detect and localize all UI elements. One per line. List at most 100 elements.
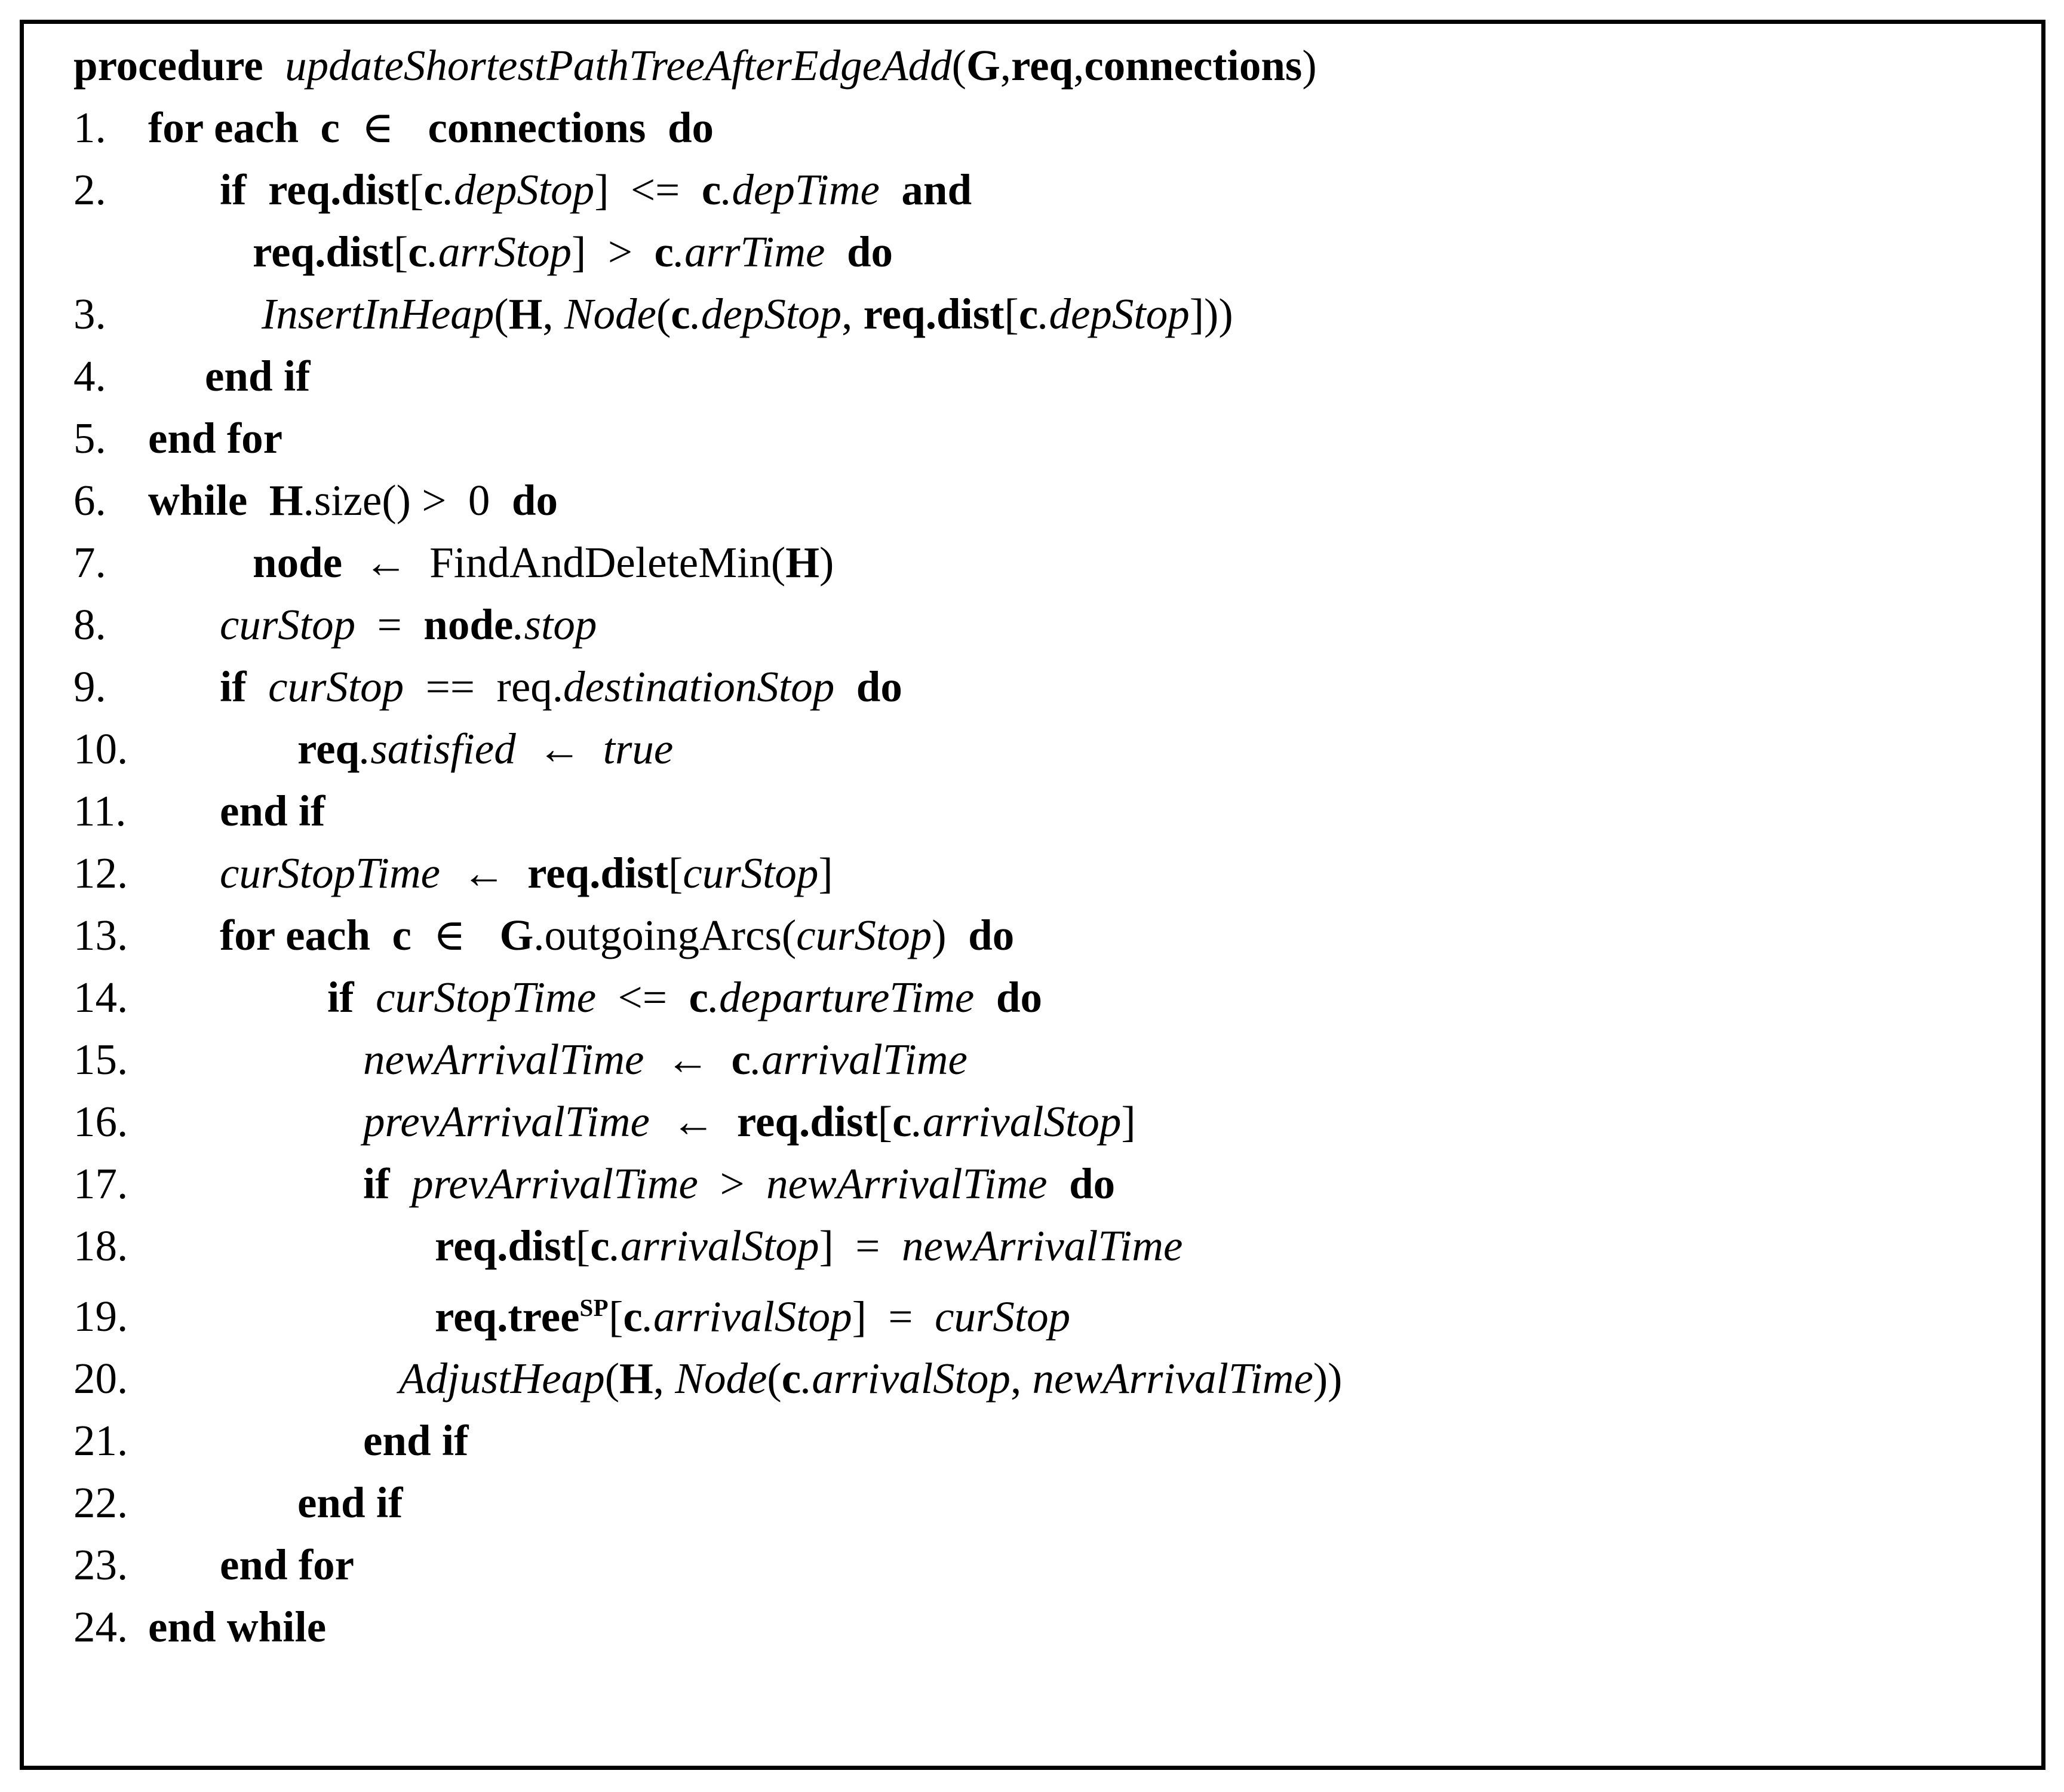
id-arrivalstop: .arrivalStop [642,1292,852,1341]
fn-find-and-delete-min: FindAndDeleteMin [429,538,771,587]
id-curstoptime: curStopTime [220,849,441,897]
var-c: c [892,1097,912,1146]
var-c: c [423,165,443,214]
kw-if: if [220,662,247,711]
line-number-4: 4. [73,352,106,400]
line-number-11: 11. [73,787,127,835]
paren-close: ) [819,538,834,587]
kw-end-while: end while [148,1603,327,1652]
var-req-dist: req.dist [863,290,1005,338]
kw-do: do [968,911,1015,959]
line-number-24: 24. [73,1603,128,1652]
id-connections: connections [428,103,646,152]
line-content-16: prevArrivalTime←req.dist[c.arrivalStop] [363,1091,1136,1153]
id-arrivalstop: .arrivalStop [911,1097,1122,1146]
var-H: H [619,1354,653,1403]
code-line-7: 7. node←FindAndDeleteMin(H) [24,532,2041,594]
id-arrivalstop: .arrivalStop [609,1222,819,1270]
var-c: c [1018,290,1039,338]
kw-do: do [996,973,1042,1021]
line-content-4: end if [205,345,310,407]
bracket-open: [ [575,1222,591,1270]
bracket-open: [ [877,1097,893,1146]
paren-open: ( [604,1354,619,1403]
fn-size: .size() [303,476,422,524]
var-req-dist: req.dist [435,1222,576,1270]
var-c: c [701,165,721,214]
line-content-20: AdjustHeap(H, Node(c.arrivalStop, newArr… [399,1348,1343,1410]
paren-open: ( [767,1354,782,1403]
kw-do: do [856,662,902,711]
id-depstop: .depStop [443,165,595,214]
symbol-element-of: ∈ [361,103,394,152]
line-number-13: 13. [73,911,128,959]
var-req-dist: req.dist [736,1097,878,1146]
var-H: H [269,476,303,524]
paren-close: ) [932,911,947,959]
code-line-20: 20. AdjustHeap(H, Node(c.arrivalStop, ne… [24,1348,2041,1410]
code-line-4: 4. end if [24,345,2041,407]
id-arrstop: .arrStop [427,228,572,276]
line-content-22: end if [297,1472,403,1534]
comma: , [542,290,564,338]
kw-while: while [148,476,248,524]
id-newarrivaltime: newArrivalTime [766,1159,1048,1208]
bracket-close: ] [572,228,586,276]
line-content-7: node←FindAndDeleteMin(H) [253,532,834,594]
line-content-8: curStop=node.stop [220,594,597,656]
procedure-keyword: procedure [73,41,263,90]
var-c: c [689,973,708,1021]
bracket-close: ] [818,849,833,897]
bracket-open: [ [1004,290,1019,338]
code-line-23: 23. end for [24,1534,2041,1596]
id-arrtime: .arrTime [673,228,825,276]
id-curstoptime: curStopTime [376,973,597,1021]
procedure-arg-sep-1: , [1000,41,1011,90]
kw-end-if: end if [297,1478,403,1527]
var-H: H [508,290,543,338]
symbol-eq: = [377,600,402,649]
kw-do: do [511,476,558,524]
line-number-21: 21. [73,1416,128,1465]
code-line-16: 16. prevArrivalTime←req.dist[c.arrivalSt… [24,1091,2041,1153]
fn-node: Node [564,290,656,338]
code-line-8: 8. curStop=node.stop [24,594,2041,656]
line-content-23: end for [220,1534,354,1596]
procedure-close-paren: ) [1302,41,1317,90]
line-content-15: newArrivalTime←c.arrivalTime [363,1029,968,1091]
line-content-3: InsertInHeap(H, Node(c.depStop, req.dist… [262,283,1233,345]
kw-if: if [327,973,354,1021]
kw-end-for: end for [148,414,283,462]
bracket-open: [ [393,228,408,276]
line-number-10: 10. [73,725,128,773]
id-curstop: curStop [935,1292,1071,1341]
superscript-sp: SP [579,1294,609,1321]
bracket-open: [ [409,165,424,214]
code-line-12: 12. curStopTime←req.dist[curStop] [24,842,2041,904]
close-brackets: ])) [1189,290,1233,338]
fn-adjust-heap: AdjustHeap [399,1354,605,1403]
bracket-close: ] [594,165,609,214]
code-line-21: 21. end if [24,1410,2041,1472]
var-req-dist: req.dist [268,165,410,214]
var-req-dist: req.dist [253,228,394,276]
bracket-open: [ [668,849,683,897]
fn-outgoing-arcs: .outgoingArcs( [533,911,797,959]
var-req: req [297,725,360,773]
line-content-24: end while [148,1596,326,1658]
symbol-eq: = [855,1222,880,1270]
line-number-16: 16. [73,1097,128,1146]
var-c: c [671,290,690,338]
var-req: req. [496,662,563,711]
id-newarrivaltime: newArrivalTime [363,1035,644,1084]
id-curstop: curStop [220,600,356,649]
